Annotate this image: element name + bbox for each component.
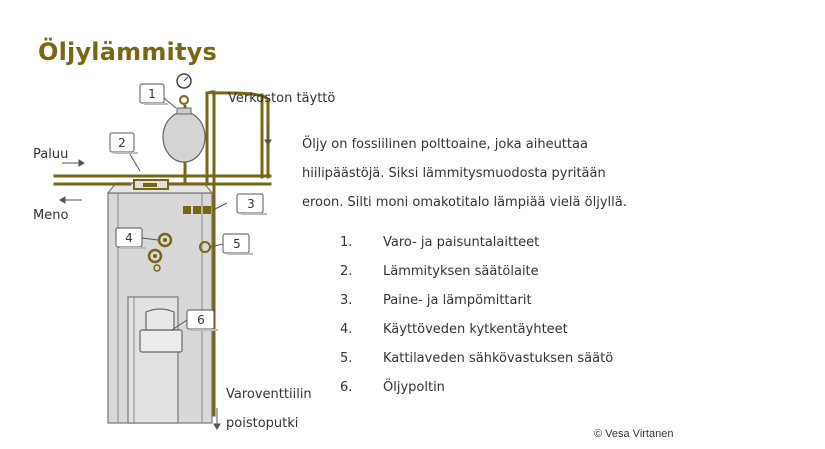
legend-number: 6.: [340, 380, 353, 395]
supply-arrow: [264, 139, 272, 146]
valve: [179, 95, 189, 105]
svg-text:4: 4: [125, 231, 133, 245]
page-title: Öljylämmitys: [38, 38, 217, 66]
callout-6: 6: [186, 309, 218, 331]
callout-leader: [163, 97, 177, 109]
legend-item: 3. Paine- ja lämpömittarit: [340, 291, 613, 320]
valve-arrow: [213, 423, 221, 430]
callout-leader: [171, 319, 188, 331]
legend-number: 3.: [340, 293, 353, 308]
connection-fitting: [157, 232, 173, 248]
supply-pipe: [205, 90, 216, 185]
supply-label: Verkoston täyttö: [228, 91, 336, 106]
oil-burner: [145, 308, 175, 331]
expansion-tank: [176, 107, 192, 115]
legend-number: 5.: [340, 351, 353, 366]
callout-leader: [209, 243, 224, 248]
pressure-gauge: [183, 76, 189, 82]
connection-fitting: [147, 248, 163, 264]
callout-leader: [212, 202, 228, 211]
legend-text: Kattilaveden sähkövastuksen säätö: [383, 351, 614, 366]
connection-fitting: [163, 238, 167, 242]
expansion-tank: [162, 111, 206, 163]
connection-fitting: [153, 254, 157, 258]
description-line: hiilipäästöjä. Siksi lämmitysmuodosta py…: [302, 166, 606, 181]
copyright: © Vesa Virtanen: [594, 428, 674, 440]
description-line: eroon. Silti moni omakotitalo lämpiää vi…: [302, 195, 627, 210]
flow-label: Meno: [33, 208, 69, 223]
connection-fitting: [153, 264, 161, 272]
svg-text:5: 5: [233, 237, 241, 251]
legend-item: 1. Varo- ja paisuntalaitteet: [340, 233, 613, 262]
gauge-panel: [183, 206, 191, 214]
legend-item: 5. Kattilaveden sähkövastuksen säätö: [340, 349, 613, 378]
callout-leader: [141, 237, 159, 241]
callout-4: 4: [115, 227, 146, 249]
legend-text: Lämmityksen säätölaite: [383, 264, 539, 279]
return-arrow: [78, 159, 85, 167]
svg-text:2: 2: [118, 136, 126, 150]
return-label: Paluu: [33, 147, 69, 162]
legend-text: Paine- ja lämpömittarit: [383, 293, 532, 308]
legend-list: 1. Varo- ja paisuntalaitteet 2. Lämmitykse…: [340, 233, 613, 407]
legend-text: Varo- ja paisuntalaitteet: [383, 235, 540, 250]
valve-label-line2: poistoputki: [226, 416, 299, 431]
legend-item: 4. Käyttöveden kytkentäyhteet: [340, 320, 613, 349]
gauge-panel: [203, 206, 211, 214]
svg-text:6: 6: [197, 313, 205, 327]
callout-2: 2: [109, 132, 138, 154]
svg-text:3: 3: [247, 197, 255, 211]
supply-pipe: [211, 91, 270, 179]
legend-number: 2.: [340, 264, 353, 279]
description: Öljy on fossiilinen polttoaine, joka aih…: [302, 130, 722, 217]
valve-label-line1: Varoventtiilin: [226, 387, 312, 402]
legend-number: 1.: [340, 235, 353, 250]
callout-3: 3: [236, 193, 267, 215]
callout-5: 5: [222, 233, 253, 255]
gauge-panel: [193, 206, 201, 214]
legend-text: Öljypoltin: [383, 380, 445, 395]
svg-text:1: 1: [148, 87, 156, 101]
legend-item: 6. Öljypoltin: [340, 378, 613, 407]
legend-number: 4.: [340, 322, 353, 337]
legend-item: 2. Lämmityksen säätölaite: [340, 262, 613, 291]
flow-arrows: [59, 125, 272, 430]
callout-leader: [127, 150, 141, 172]
control-unit: [143, 183, 157, 187]
legend-text: Käyttöveden kytkentäyhteet: [383, 322, 568, 337]
flow-arrow: [59, 196, 66, 204]
callout-1: 1: [139, 83, 168, 105]
description-line: Öljy on fossiilinen polttoaine, joka aih…: [302, 137, 588, 152]
oil-burner: [139, 329, 183, 353]
